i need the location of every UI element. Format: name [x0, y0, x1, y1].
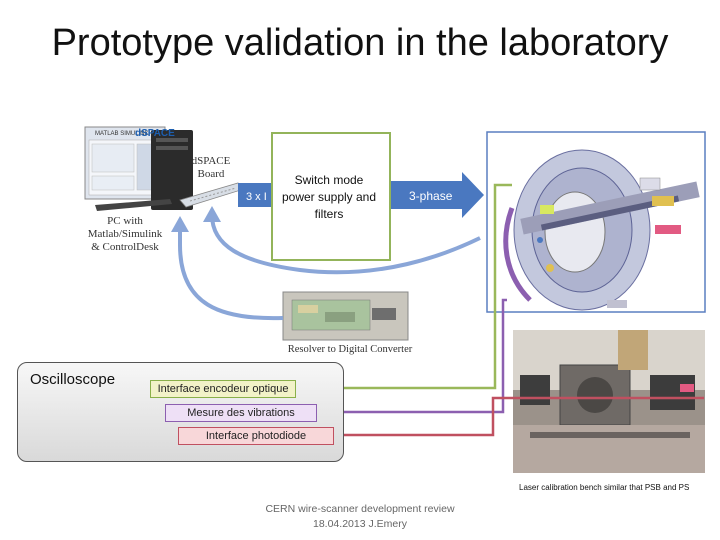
smps-label-line2: power supply and: [281, 190, 377, 204]
laser-bench-photo: [513, 330, 705, 473]
smps-label-line1: Switch mode: [294, 173, 364, 187]
board-label-line1: dSPACE: [192, 155, 231, 167]
footer-line1: CERN wire-scanner development review: [265, 503, 455, 515]
pc-label-line3: & ControlDesk: [91, 241, 159, 253]
slide-footer: CERN wire-scanner development review 18.…: [250, 502, 470, 532]
feedback-arrow-2: [178, 230, 284, 321]
page-title: Prototype validation in the laboratory: [51, 22, 669, 64]
phase-out-arrow: [390, 172, 484, 218]
pc-label-line2: Matlab/Simulink: [88, 228, 163, 240]
encoder-line: [294, 183, 512, 390]
phase-in-label: 3 x I: [246, 191, 267, 203]
pc-label-line1: PC with: [107, 215, 143, 227]
smps-box: [271, 132, 391, 261]
resolver-converter-image: [282, 291, 409, 341]
oscilloscope-label: Oscilloscope: [30, 371, 116, 388]
feedback-arrow-1: [210, 214, 481, 275]
channel-photodiode-tag: Interface photodiode: [178, 427, 334, 445]
phase-out-label: 3-phase: [409, 189, 453, 203]
footer-line2: 18.04.2013 J.Emery: [313, 518, 407, 530]
channel-encoder-tag: Interface encodeur optique: [150, 380, 296, 398]
smps-label: Switch mode power supply and filters: [274, 172, 384, 223]
resolver-label: Resolver to Digital Converter: [288, 344, 413, 355]
photodiode-line: [332, 396, 704, 437]
matlab-logo: MATLAB SIMULINK: [95, 131, 149, 137]
smps-label-line3: filters: [314, 207, 344, 221]
board-label-line2: Board: [198, 168, 225, 180]
dspace-logo: dSPACE: [135, 128, 175, 139]
photo-caption: Laser calibration bench similar that PSB…: [519, 483, 690, 492]
motor-cad-illustration: [486, 131, 706, 313]
pc-illustration: MATLAB SIMULINK dSPACE: [84, 126, 193, 211]
vibration-line: [315, 298, 507, 414]
channel-vibration-tag: Mesure des vibrations: [165, 404, 317, 422]
